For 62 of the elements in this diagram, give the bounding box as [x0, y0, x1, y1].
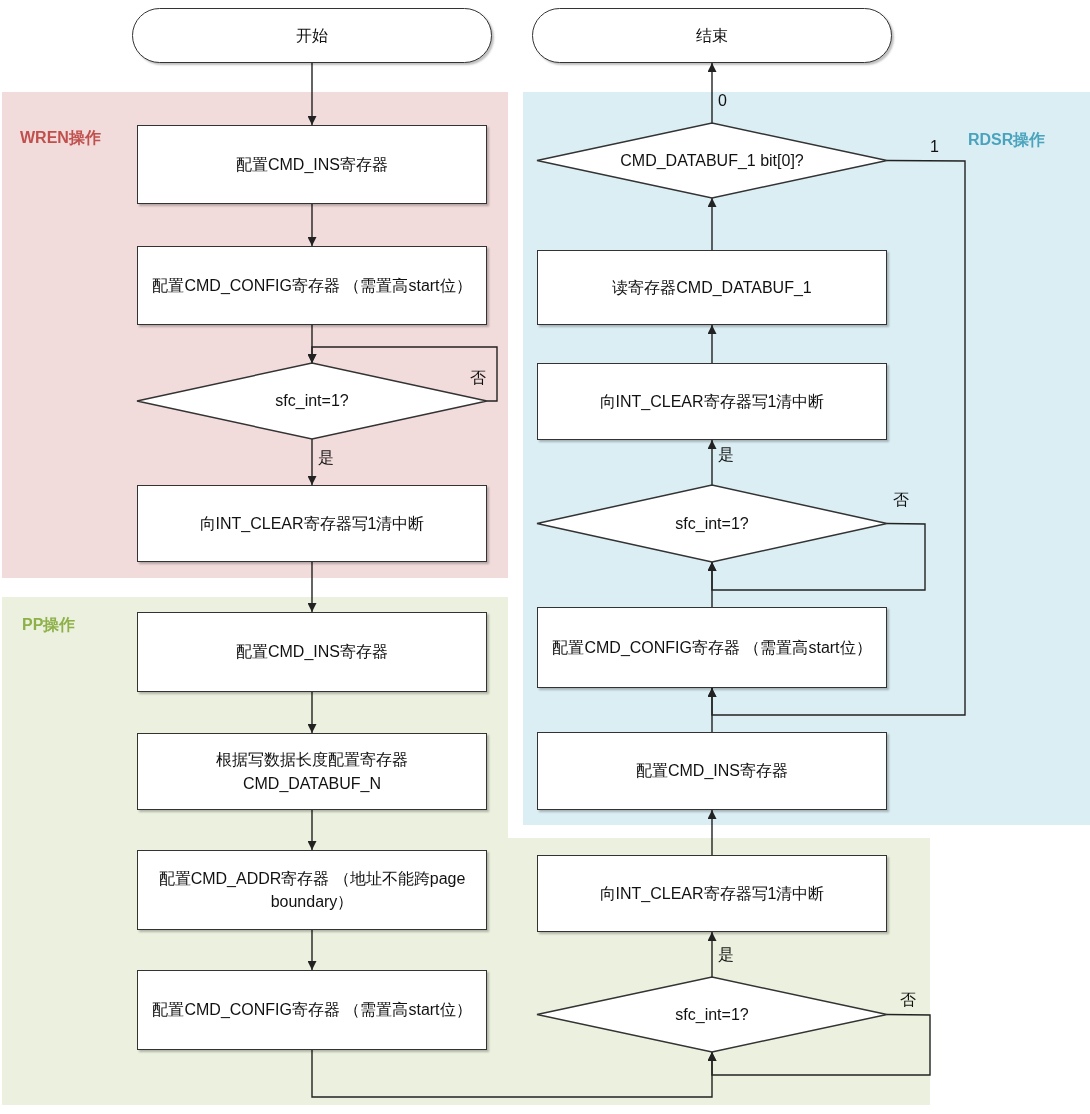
arrow: [707, 62, 717, 124]
process-box: [137, 970, 487, 1050]
step-text: sfc_int=1?: [274, 391, 350, 412]
step-text: 配置CMD_INS寄存器: [235, 154, 389, 175]
arrow: [707, 159, 966, 716]
step-text: 根据写数据长度配置寄存器 CMD_DATABUF_N: [215, 750, 409, 794]
edge-label: 是: [718, 445, 734, 465]
process-box: [537, 363, 887, 440]
arrow: [307, 809, 317, 851]
process-box: [537, 250, 887, 325]
step-text: 配置CMD_INS寄存器: [635, 761, 789, 782]
terminal-box: [532, 8, 892, 63]
step-text: 配置CMD_CONFIG寄存器 （需置高start位）: [151, 275, 473, 296]
step-text: 配置CMD_ADDR寄存器 （地址不能跨page boundary）: [157, 868, 467, 912]
process-box: [137, 850, 487, 930]
arrow: [307, 691, 317, 734]
arrow: [307, 438, 317, 486]
step-text: 开始: [295, 25, 329, 46]
group-title: WREN操作: [20, 128, 101, 148]
step-text: 向INT_CLEAR寄存器写1清中断: [598, 391, 826, 412]
process-box: [137, 125, 487, 204]
arrow: [707, 197, 717, 251]
process-box: [137, 612, 487, 692]
edge-label: 否: [900, 990, 916, 1010]
edge-label: 1: [930, 138, 939, 156]
step-text: 向INT_CLEAR寄存器写1清中断: [198, 513, 426, 534]
process-box: [137, 246, 487, 325]
arrow: [707, 809, 717, 856]
process-box: [537, 855, 887, 932]
process-box: [137, 485, 487, 562]
group-title: PP操作: [22, 615, 76, 635]
edge-label: 否: [893, 490, 909, 510]
terminal-box: [132, 8, 492, 63]
step-text: 配置CMD_CONFIG寄存器 （需置高start位）: [551, 637, 873, 658]
arrow: [707, 1013, 931, 1076]
arrow: [307, 929, 317, 971]
arrow: [307, 561, 317, 613]
group-title: RDSR操作: [968, 130, 1046, 150]
arrow: [307, 346, 498, 402]
arrow: [707, 324, 717, 364]
step-text: sfc_int=1?: [674, 1004, 750, 1025]
process-box: [537, 607, 887, 688]
step-text: 向INT_CLEAR寄存器写1清中断: [598, 883, 826, 904]
step-text: 配置CMD_INS寄存器: [235, 642, 389, 663]
step-text: 配置CMD_CONFIG寄存器 （需置高start位）: [151, 1000, 473, 1021]
arrow: [707, 439, 717, 486]
group-band: [2, 92, 508, 578]
edge-label: 0: [718, 92, 727, 110]
step-text: sfc_int=1?: [674, 513, 750, 534]
arrow: [707, 522, 926, 591]
step-text: 读寄存器CMD_DATABUF_1: [611, 277, 813, 298]
process-box: [537, 732, 887, 810]
process-box: [137, 733, 487, 810]
edge-label: 是: [718, 945, 734, 965]
step-text: CMD_DATABUF_1 bit[0]?: [619, 150, 805, 171]
step-text: 结束: [695, 25, 729, 46]
edge-label: 是: [318, 448, 334, 468]
group-band: [523, 92, 1090, 825]
edge-label: 否: [470, 368, 486, 388]
arrow: [307, 203, 317, 247]
arrow: [707, 931, 717, 978]
arrow: [307, 62, 317, 126]
